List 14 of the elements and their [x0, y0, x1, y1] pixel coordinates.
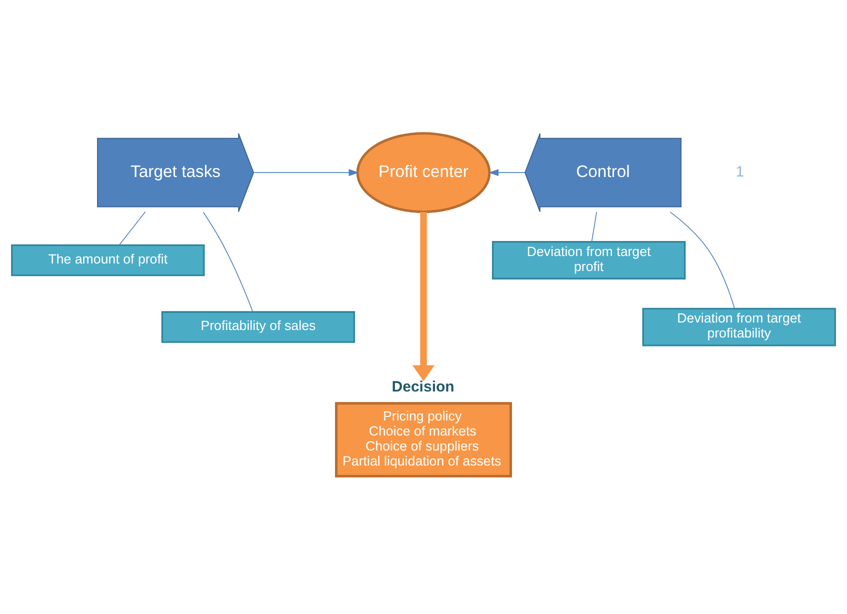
node-box: Deviation from target profit: [492, 241, 686, 280]
node-box: Deviation from target profitability: [642, 308, 836, 346]
connector: [202, 212, 254, 312]
arrow: [253, 169, 359, 176]
arrow: [488, 169, 526, 176]
connector: [118, 211, 146, 246]
label: 1: [736, 163, 744, 180]
node-ellipse: Profit center: [356, 132, 491, 214]
connector: [670, 212, 735, 309]
node-label: Decision: [392, 378, 454, 396]
node-box: Profitability of sales: [161, 311, 356, 343]
node-box: The amount of profit: [11, 244, 205, 276]
arrow: [412, 212, 435, 382]
connector: [591, 211, 598, 242]
